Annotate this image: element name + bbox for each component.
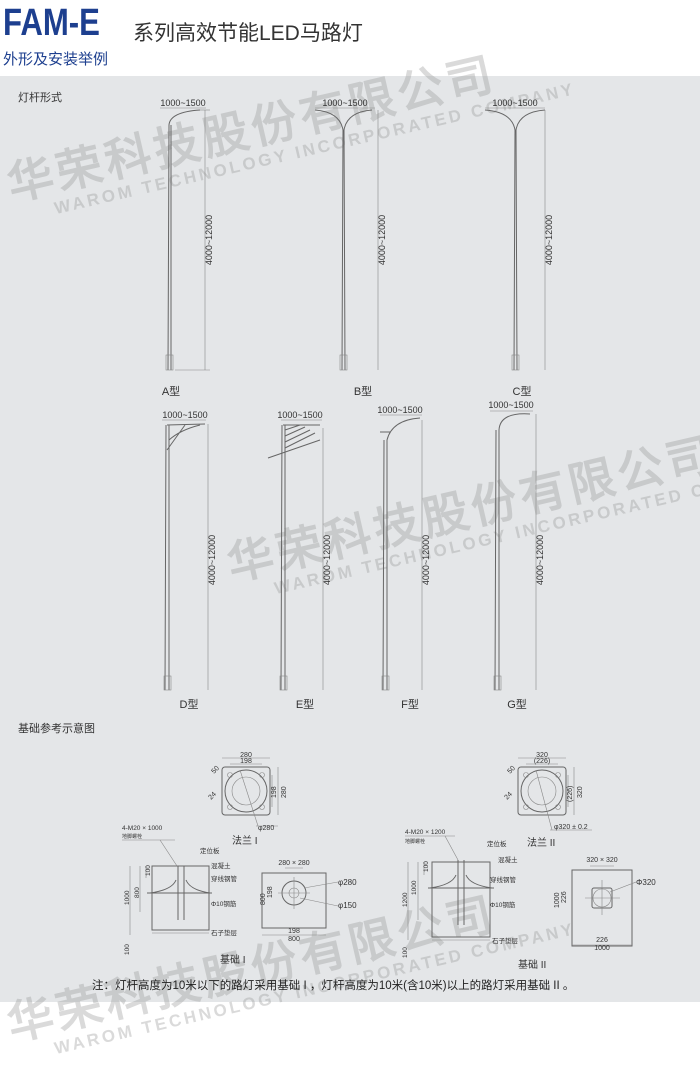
flange-1-drawing: 280 198 50 24 198 280 φ280 法兰 I [207, 752, 288, 847]
pole-d-drawing: 1000~1500 4000~12000 D型 [162, 410, 217, 711]
pole-b-drawing: 1000~1500 4000~12000 B型 [314, 98, 387, 398]
drawings: 1000~1500 4000~12000 A型 1000~1500 4000~1… [122, 98, 656, 971]
pole-f-drawing: 1000~1500 4000~12000 F型 [377, 405, 431, 711]
base-2-section-drawing: 4-M20 × 1200 地脚螺栓 定位板 混凝土 穿线钢管 Φ10钢筋 石子垫… [402, 829, 546, 971]
svg-text:100: 100 [423, 861, 430, 872]
svg-text:φ280: φ280 [258, 825, 274, 832]
svg-text:Φ10钢筋: Φ10钢筋 [490, 900, 516, 909]
base-1-plan-drawing: 280 × 280 φ280 φ150 800 198 198 800 [260, 860, 357, 943]
svg-text:穿线钢管: 穿线钢管 [211, 874, 238, 883]
svg-text:4000~12000: 4000~12000 [204, 215, 214, 265]
svg-text:1000: 1000 [594, 945, 610, 952]
svg-text:198: 198 [288, 928, 300, 935]
svg-text:基础 I: 基础 I [220, 953, 246, 966]
svg-text:混凝土: 混凝土 [211, 861, 231, 870]
svg-text:穿线钢管: 穿线钢管 [490, 875, 517, 884]
svg-text:1000~1500: 1000~1500 [492, 98, 537, 108]
svg-text:1000~1500: 1000~1500 [277, 410, 322, 420]
svg-text:4000~12000: 4000~12000 [535, 535, 545, 585]
svg-text:1200: 1200 [402, 892, 409, 907]
foundation-section-title: 基础参考示意图 [18, 723, 95, 735]
svg-text:198: 198 [267, 886, 274, 898]
svg-text:50: 50 [210, 765, 221, 776]
svg-text:50: 50 [506, 765, 517, 776]
svg-text:100: 100 [402, 947, 409, 958]
flange-2-drawing: 320 (226) 50 24 (226) 320 φ320 ± 0.2 法兰 … [503, 752, 592, 849]
svg-text:4000~12000: 4000~12000 [421, 535, 431, 585]
svg-text:1000~1500: 1000~1500 [322, 98, 367, 108]
base-2-plan-drawing: 320 × 320 Φ320 1000 226 226 1000 [554, 857, 656, 952]
svg-text:4-M20 × 1200: 4-M20 × 1200 [405, 829, 446, 836]
foundation-note: 注：灯杆高度为10米以下的路灯采用基础 I ，灯杆高度为10米(含10米)以上的… [92, 980, 575, 992]
svg-text:φ280: φ280 [338, 878, 357, 887]
svg-text:1000~1500: 1000~1500 [377, 405, 422, 415]
svg-text:320: 320 [577, 786, 584, 798]
svg-text:4000~12000: 4000~12000 [322, 535, 332, 585]
svg-text:(226): (226) [567, 786, 574, 802]
svg-text:石子垫层: 石子垫层 [492, 936, 519, 945]
product-title: 系列高效节能LED马路灯 [133, 22, 363, 45]
svg-text:法兰 II: 法兰 II [527, 836, 555, 849]
svg-text:198: 198 [240, 758, 252, 765]
content-panel [0, 76, 700, 1002]
svg-text:800: 800 [134, 887, 141, 898]
section-subtitle: 外形及安装举例 [3, 51, 109, 68]
svg-text:(226): (226) [534, 758, 550, 765]
svg-text:4000~12000: 4000~12000 [544, 215, 554, 265]
svg-text:地脚螺栓: 地脚螺栓 [122, 833, 142, 840]
svg-text:Φ10钢筋: Φ10钢筋 [211, 899, 237, 908]
svg-text:F型: F型 [401, 697, 419, 711]
svg-text:1000: 1000 [411, 880, 418, 895]
svg-text:280: 280 [281, 786, 288, 798]
svg-text:混凝土: 混凝土 [498, 855, 518, 864]
svg-text:φ150: φ150 [338, 901, 357, 910]
pole-a-drawing: 1000~1500 4000~12000 A型 [160, 98, 214, 398]
model-title: FAM-E [3, 2, 100, 44]
svg-text:24: 24 [503, 791, 514, 802]
svg-text:E型: E型 [296, 697, 314, 711]
svg-text:Φ320: Φ320 [636, 878, 656, 887]
svg-text:198: 198 [271, 786, 278, 798]
svg-text:1000: 1000 [124, 890, 131, 905]
svg-text:G型: G型 [507, 697, 527, 711]
svg-text:B型: B型 [354, 384, 372, 398]
svg-text:A型: A型 [162, 384, 180, 398]
svg-text:4000~12000: 4000~12000 [377, 215, 387, 265]
svg-text:D型: D型 [180, 697, 199, 711]
svg-text:320: 320 [536, 752, 548, 759]
svg-text:定位板: 定位板 [487, 839, 507, 848]
svg-text:基础 II: 基础 II [518, 958, 546, 971]
svg-text:1000~1500: 1000~1500 [488, 400, 533, 410]
svg-text:4-M20 × 1000: 4-M20 × 1000 [122, 825, 163, 832]
svg-text:280 × 280: 280 × 280 [278, 860, 309, 867]
svg-text:石子垫层: 石子垫层 [211, 928, 238, 937]
svg-text:226: 226 [596, 937, 608, 944]
pole-e-drawing: 1000~1500 4000~12000 E型 [267, 410, 332, 711]
poles-section-title: 灯杆形式 [18, 92, 62, 104]
svg-text:24: 24 [207, 791, 218, 802]
svg-text:地脚螺栓: 地脚螺栓 [405, 838, 425, 845]
pole-c-drawing: 1000~1500 4000~12000 C型 [484, 98, 554, 398]
svg-text:100: 100 [124, 944, 131, 955]
svg-text:280: 280 [240, 752, 252, 759]
svg-text:800: 800 [260, 893, 267, 905]
svg-text:1000~1500: 1000~1500 [160, 98, 205, 108]
svg-text:C型: C型 [513, 384, 532, 398]
svg-text:4000~12000: 4000~12000 [207, 535, 217, 585]
pole-g-drawing: 1000~1500 4000~12000 G型 [488, 400, 545, 711]
svg-text:法兰 I: 法兰 I [232, 834, 258, 847]
svg-text:226: 226 [561, 891, 568, 903]
svg-text:1000: 1000 [554, 892, 561, 908]
svg-text:320 × 320: 320 × 320 [586, 857, 617, 864]
svg-text:φ320 ± 0.2: φ320 ± 0.2 [554, 824, 588, 831]
svg-text:800: 800 [288, 936, 300, 943]
base-1-section-drawing: 4-M20 × 1000 地脚螺栓 定位板 混凝土 穿线钢管 Φ10钢筋 石子垫… [122, 825, 246, 966]
svg-text:100: 100 [145, 865, 152, 876]
svg-text:1000~1500: 1000~1500 [162, 410, 207, 420]
svg-text:定位板: 定位板 [200, 846, 220, 855]
